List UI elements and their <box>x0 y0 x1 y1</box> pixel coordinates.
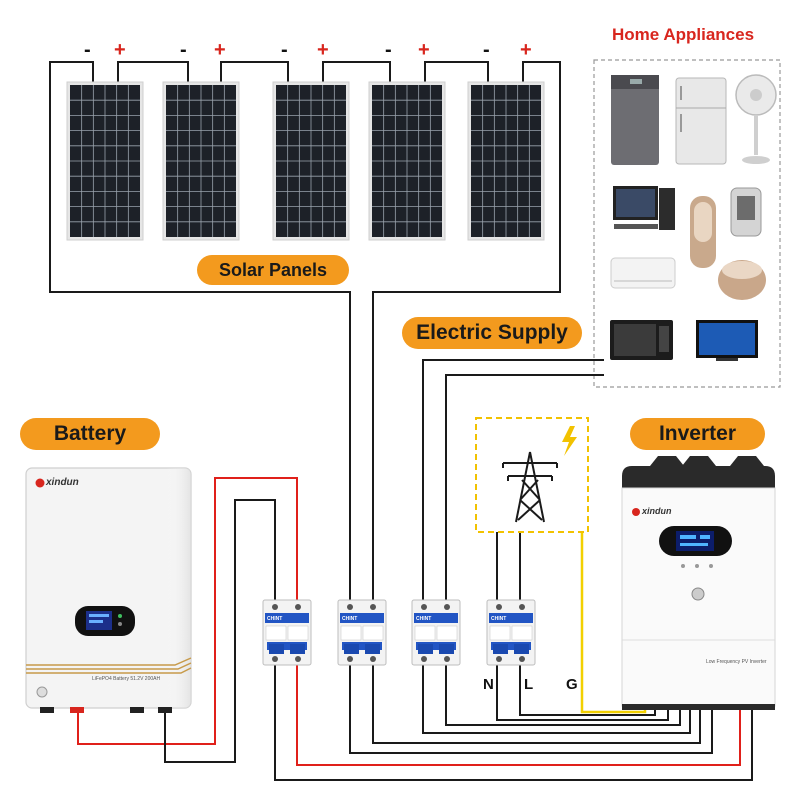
battery-terminal <box>158 707 172 713</box>
home-appliances-title: Home Appliances <box>612 25 755 44</box>
load-wire-1 <box>422 359 604 600</box>
decor-stripe <box>26 667 192 674</box>
battery-terminal <box>70 707 84 713</box>
terminal-live: L <box>524 676 534 693</box>
inverter-display-screen <box>676 531 714 551</box>
television-icon <box>696 320 758 361</box>
panel-negative-sign: - <box>281 39 288 61</box>
lightning-icon <box>562 426 577 456</box>
battery-port-icon <box>36 686 48 698</box>
string-wire <box>322 61 391 82</box>
circuit-breaker: CHINT <box>486 599 536 666</box>
pv-breaker-out-1 <box>349 665 713 754</box>
panel-positive-sign: + <box>317 39 329 61</box>
transmission-tower-icon <box>502 451 558 523</box>
battery-unit <box>25 467 192 713</box>
inverter-knob-icon <box>691 587 705 601</box>
grid-supply <box>475 417 589 533</box>
rice-cooker-icon <box>718 260 766 300</box>
appliance-icons <box>610 74 777 361</box>
panel-positive-sign: + <box>520 39 532 61</box>
string-wire <box>372 61 561 600</box>
battery-positive-wire <box>77 477 298 745</box>
decor-stripe <box>26 657 192 666</box>
panel-positive-sign: + <box>418 39 430 61</box>
inverter-label: Inverter <box>630 418 765 450</box>
grid-breaker-out-l <box>519 665 656 716</box>
computer-icon <box>613 186 675 230</box>
solar-panel <box>66 81 144 241</box>
svg-text:CHINT: CHINT <box>491 616 506 622</box>
inverter-brand: xindun <box>642 506 672 516</box>
battery-breaker-out-neg <box>274 665 753 781</box>
battery-terminal <box>40 707 54 713</box>
microwave-icon <box>610 320 673 360</box>
fan-icon <box>735 74 777 164</box>
inverter-top-cap <box>622 466 775 490</box>
battery-label: Battery <box>20 418 160 450</box>
solar-panel <box>272 81 350 241</box>
string-wire <box>117 61 189 82</box>
circuit-breaker: CHINT <box>262 599 312 666</box>
panel-negative-sign: - <box>483 39 490 61</box>
panel-positive-sign: + <box>114 39 126 61</box>
solar-panel-string <box>49 61 561 600</box>
svg-text:CHINT: CHINT <box>267 616 282 622</box>
panel-negative-sign: - <box>180 39 187 61</box>
load-breaker-out-2 <box>445 665 681 726</box>
panel-negative-sign: - <box>84 39 91 61</box>
string-wire <box>49 61 351 600</box>
string-wire <box>424 61 489 82</box>
electric-supply-label: Electric Supply <box>402 317 582 349</box>
terminal-ground: G <box>566 676 578 693</box>
battery-model-text: LiFePO4 Battery 51.2V 200AH <box>92 676 161 682</box>
air-purifier-icon <box>690 196 716 268</box>
string-wire <box>220 61 289 82</box>
decor-stripe <box>26 662 192 670</box>
battery-terminal <box>130 707 144 713</box>
solar-panel <box>467 81 545 241</box>
air-conditioner-icon <box>610 257 676 289</box>
svg-text:CHINT: CHINT <box>416 616 431 622</box>
terminal-neutral: N <box>483 676 494 693</box>
pv-breaker-out-2 <box>372 665 701 744</box>
grid-breaker-out-n <box>496 665 669 721</box>
solar-panel <box>162 81 240 241</box>
refrigerator-icon <box>675 77 727 165</box>
svg-text:CHINT: CHINT <box>342 616 357 622</box>
panel-positive-sign: + <box>214 39 226 61</box>
inverter-bottom-plate <box>622 704 775 710</box>
load-wire-2 <box>445 374 604 600</box>
battery-brand: xindun <box>46 477 79 488</box>
kettle-icon <box>730 187 762 237</box>
inverter-model-text: Low Frequency PV Inverter <box>706 659 767 665</box>
solar-panels-label: Solar Panels <box>197 255 349 285</box>
circuit-breaker: CHINT <box>337 599 387 666</box>
washing-machine-icon <box>611 75 659 165</box>
brand-logo-icon <box>632 508 640 516</box>
circuit-breaker: CHINT <box>411 599 461 666</box>
brand-logo-icon <box>35 478 45 488</box>
load-breaker-out-1 <box>422 665 691 734</box>
inverter-unit <box>621 456 776 710</box>
solar-panel <box>368 81 446 241</box>
battery-breaker-out-pos <box>296 665 741 766</box>
battery-negative-wire <box>164 499 276 763</box>
panel-negative-sign: - <box>385 39 392 61</box>
